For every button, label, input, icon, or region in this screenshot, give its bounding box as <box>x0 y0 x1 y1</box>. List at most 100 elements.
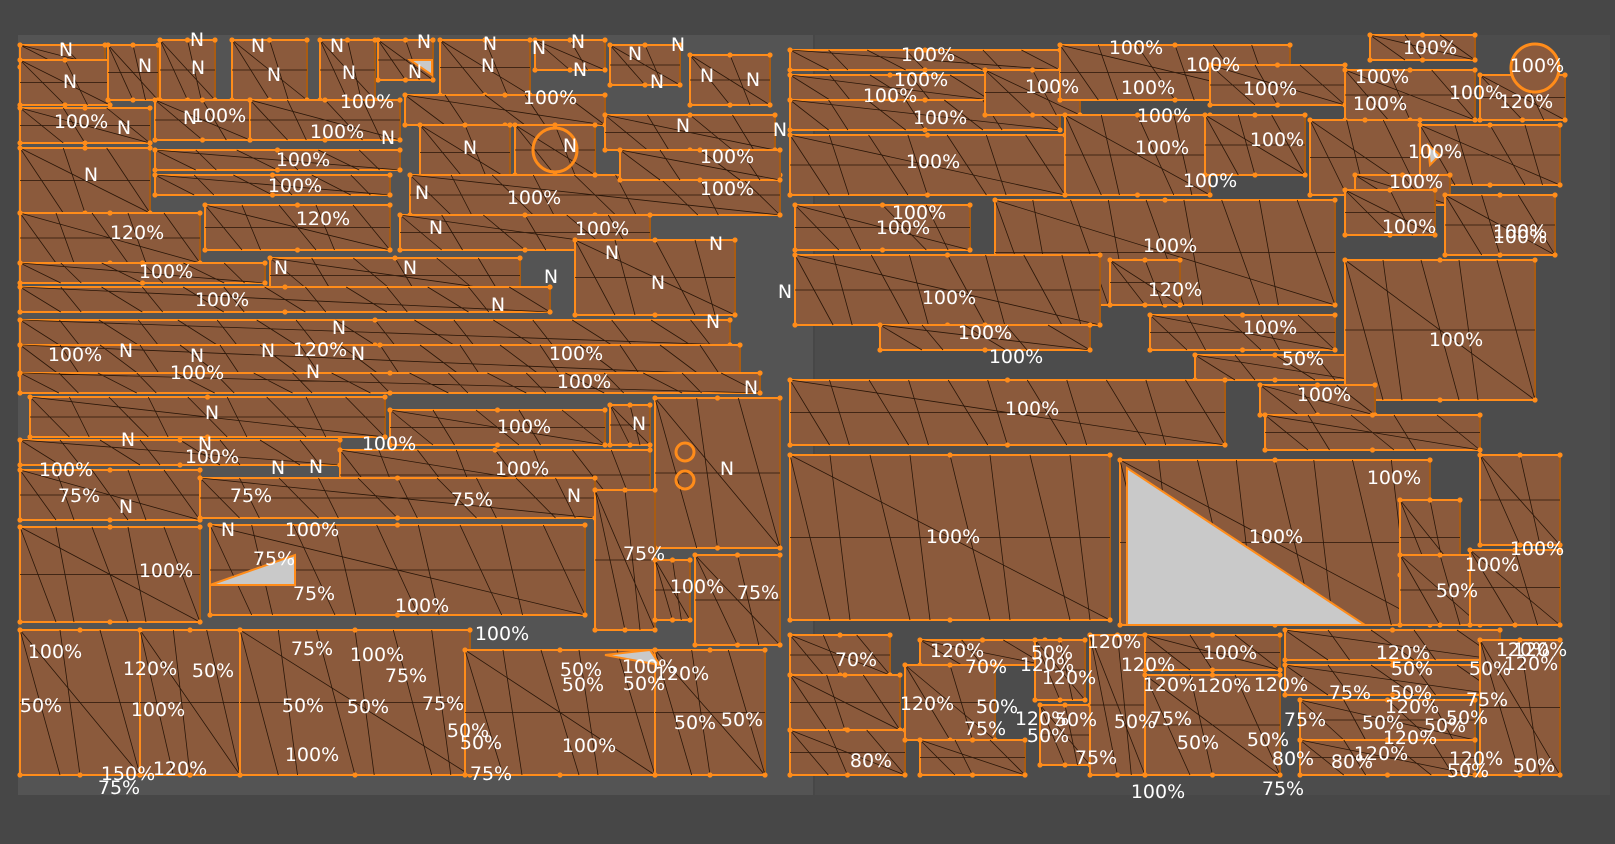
uv-vertex[interactable] <box>430 37 436 43</box>
uv-vertex[interactable] <box>237 627 243 633</box>
uv-vertex[interactable] <box>947 662 953 668</box>
uv-vertex[interactable] <box>1107 452 1113 458</box>
uv-vertex[interactable] <box>77 627 83 633</box>
uv-vertex[interactable] <box>262 280 268 286</box>
uv-island[interactable] <box>27 394 388 440</box>
uv-island-ring[interactable] <box>674 441 696 463</box>
uv-vertex[interactable] <box>1362 117 1368 123</box>
uv-island[interactable] <box>687 52 773 108</box>
uv-vertex[interactable] <box>647 447 653 453</box>
uv-vertex[interactable] <box>1497 192 1503 198</box>
uv-vertex[interactable] <box>792 322 798 328</box>
uv-vertex[interactable] <box>734 552 741 558</box>
uv-vertex[interactable] <box>375 77 381 83</box>
uv-island[interactable] <box>17 210 203 266</box>
uv-vertex[interactable] <box>152 137 158 143</box>
uv-vertex[interactable] <box>177 462 183 468</box>
uv-vertex[interactable] <box>1517 637 1523 643</box>
uv-vertex[interactable] <box>1497 627 1503 633</box>
uv-vertex[interactable] <box>1062 112 1068 118</box>
uv-vertex[interactable] <box>652 395 658 401</box>
uv-vertex[interactable] <box>177 437 183 443</box>
uv-vertex[interactable] <box>1307 192 1313 198</box>
uv-island[interactable] <box>17 145 153 216</box>
uv-vertex[interactable] <box>582 522 588 528</box>
uv-vertex[interactable] <box>207 522 213 528</box>
uv-vertex[interactable] <box>982 347 988 353</box>
uv-vertex[interactable] <box>1222 442 1228 448</box>
uv-vertex[interactable] <box>982 112 988 118</box>
uv-vertex[interactable] <box>1107 257 1113 263</box>
uv-vertex[interactable] <box>152 147 158 153</box>
uv-vertex[interactable] <box>787 727 793 733</box>
uv-island[interactable] <box>1477 637 1563 778</box>
uv-island[interactable] <box>1262 412 1483 453</box>
uv-vertex[interactable] <box>902 737 908 743</box>
uv-vertex[interactable] <box>687 52 693 58</box>
uv-vertex[interactable] <box>669 617 676 623</box>
uv-vertex[interactable] <box>787 452 793 458</box>
uv-vertex[interactable] <box>1117 457 1123 463</box>
uv-vertex[interactable] <box>642 42 648 48</box>
uv-vertex[interactable] <box>17 772 23 778</box>
uv-vertex[interactable] <box>757 390 763 396</box>
uv-vertex[interactable] <box>592 627 598 633</box>
uv-vertex[interactable] <box>1134 112 1141 118</box>
uv-vertex[interactable] <box>1134 192 1141 198</box>
uv-vertex[interactable] <box>842 672 848 678</box>
uv-islands[interactable] <box>17 32 1568 778</box>
uv-vertex[interactable] <box>1147 312 1153 318</box>
uv-vertex[interactable] <box>1467 622 1473 628</box>
uv-island[interactable] <box>572 237 738 318</box>
uv-vertex[interactable] <box>532 37 538 43</box>
uv-vertex[interactable] <box>1162 197 1168 203</box>
uv-vertex[interactable] <box>137 772 143 778</box>
uv-vertex[interactable] <box>1384 772 1391 778</box>
uv-vertex[interactable] <box>1274 102 1281 108</box>
uv-vertex[interactable] <box>792 247 798 253</box>
uv-vertex[interactable] <box>397 97 403 103</box>
uv-vertex[interactable] <box>507 122 513 128</box>
uv-vertex[interactable] <box>1142 667 1148 673</box>
uv-island[interactable] <box>1397 552 1483 628</box>
uv-vertex[interactable] <box>1562 117 1568 123</box>
uv-vertex[interactable] <box>17 280 23 286</box>
uv-vertex[interactable] <box>697 147 703 153</box>
uv-vertex[interactable] <box>627 442 633 448</box>
uv-vertex[interactable] <box>879 247 886 253</box>
uv-vertex[interactable] <box>107 102 113 108</box>
uv-island[interactable] <box>1142 672 1283 778</box>
uv-vertex[interactable] <box>572 237 578 243</box>
uv-island[interactable] <box>1147 312 1338 353</box>
uv-vertex[interactable] <box>130 42 136 48</box>
uv-vertex[interactable] <box>602 67 608 73</box>
uv-vertex[interactable] <box>917 637 923 643</box>
uv-vertex[interactable] <box>1202 172 1208 178</box>
uv-vertex[interactable] <box>1419 32 1426 38</box>
uv-vertex[interactable] <box>1477 637 1483 643</box>
uv-vertex[interactable] <box>517 255 523 261</box>
uv-vertex[interactable] <box>1032 637 1038 643</box>
uv-vertex[interactable] <box>1332 197 1338 203</box>
uv-vertex[interactable] <box>1432 187 1438 193</box>
uv-vertex[interactable] <box>1437 552 1443 558</box>
uv-vertex[interactable] <box>1022 737 1028 743</box>
unselected-face[interactable] <box>604 648 663 667</box>
uv-vertex[interactable] <box>139 280 146 286</box>
uv-island[interactable] <box>407 172 783 218</box>
uv-island[interactable] <box>152 97 253 143</box>
uv-vertex[interactable] <box>697 177 703 183</box>
uv-vertex[interactable] <box>402 92 408 98</box>
uv-vertex[interactable] <box>787 617 793 623</box>
uv-vertex[interactable] <box>392 255 398 261</box>
uv-vertex[interactable] <box>652 312 658 318</box>
uv-vertex[interactable] <box>922 67 928 73</box>
uv-vertex[interactable] <box>1397 622 1403 628</box>
uv-vertex[interactable] <box>512 122 518 128</box>
uv-vertex[interactable] <box>617 147 623 153</box>
uv-vertex[interactable] <box>1562 72 1568 78</box>
uv-vertex[interactable] <box>59 42 66 48</box>
uv-vertex[interactable] <box>17 437 23 443</box>
uv-vertex[interactable] <box>1274 62 1281 68</box>
uv-island[interactable] <box>1107 257 1183 308</box>
